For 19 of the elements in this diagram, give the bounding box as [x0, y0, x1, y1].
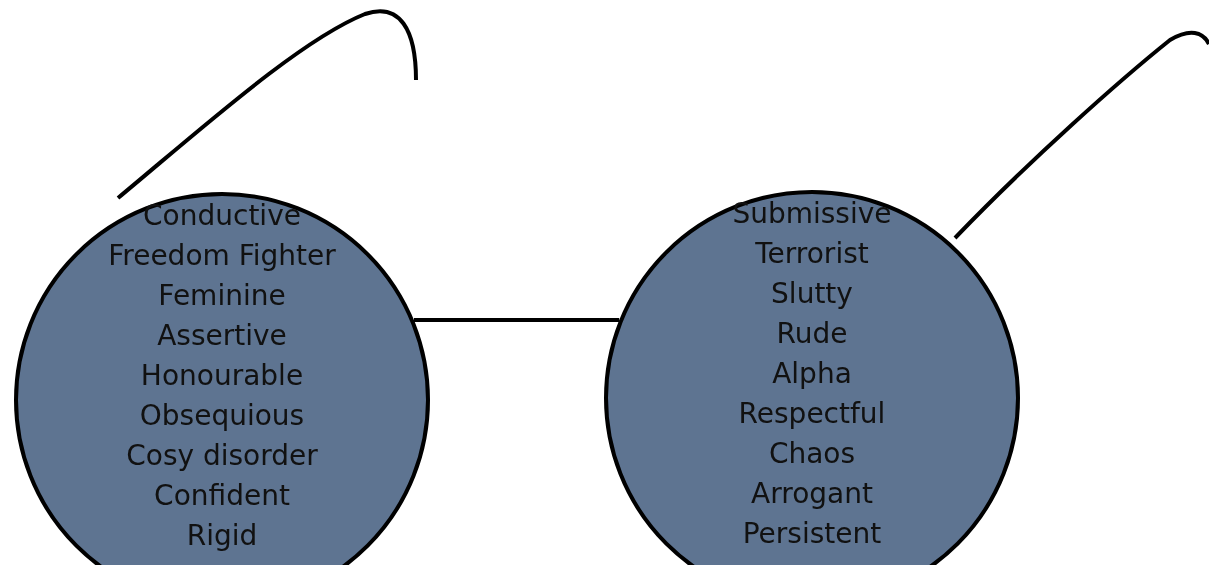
word-label: Chaos: [768, 436, 856, 472]
word-label: Terrorist: [755, 236, 869, 272]
word-label: Rude: [776, 316, 848, 352]
word-label: Confident: [154, 478, 290, 514]
word-label: Assertive: [157, 318, 287, 354]
word-label: Rigid: [186, 518, 258, 554]
word-label: Respectful: [738, 396, 886, 432]
word-label: Honourable: [140, 358, 304, 394]
bridge-line: [414, 318, 620, 322]
word-label: Conductive: [143, 198, 301, 234]
word-label: Slutty: [771, 276, 853, 312]
word-label: Submissive: [732, 196, 892, 232]
word-label: Arrogant: [751, 476, 873, 512]
word-label: Alpha: [772, 356, 852, 392]
word-label: Cosy disorder: [126, 438, 318, 474]
word-label: Obsequious: [139, 398, 305, 434]
word-label: Feminine: [158, 278, 286, 314]
word-label: Persistent: [742, 516, 882, 552]
word-label: Freedom Fighter: [108, 238, 336, 274]
